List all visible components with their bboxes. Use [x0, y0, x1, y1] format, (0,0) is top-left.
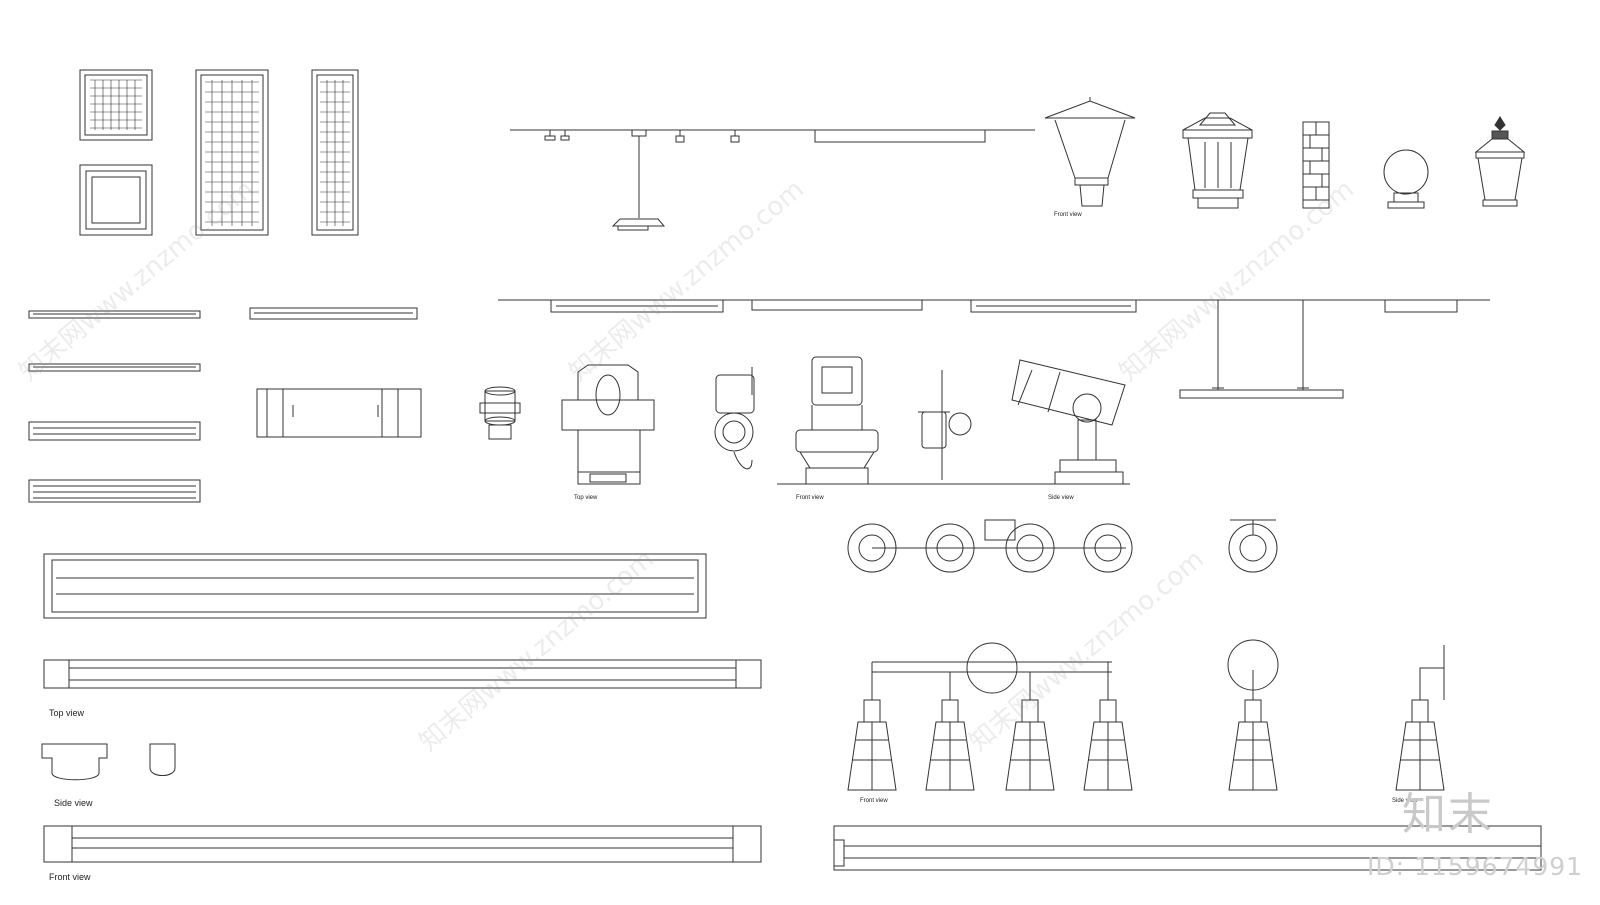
batten-side-views [41, 743, 176, 781]
grille-panel-narrow [311, 69, 359, 236]
pipe-sconce-single-side [1395, 645, 1445, 791]
batten-front-view-right [833, 825, 1542, 871]
label-front-view-spot: Front view [796, 495, 824, 501]
moving-head-front-view [777, 356, 1130, 485]
label-top-view-batten: Top view [49, 708, 85, 718]
pipe-sconce-four [847, 642, 1133, 791]
label-top-view-spot: Top view [574, 495, 598, 501]
post-lamp-cone [1044, 97, 1136, 207]
globe-post-lamp [1383, 149, 1429, 209]
track-rail-elevation [510, 129, 1035, 231]
moving-head-side-view [1011, 359, 1126, 485]
finial-lantern [1474, 116, 1526, 207]
brick-post [1302, 121, 1330, 209]
label-side-view-batten: Side view [54, 798, 93, 808]
watermark-brand: 知末 [1402, 789, 1494, 840]
batten-long-double [43, 553, 707, 619]
moving-head-small [918, 370, 972, 480]
label-side-view-spot: Side view [1048, 495, 1074, 501]
profile-spot [714, 367, 755, 470]
stage-spot-small [479, 386, 521, 440]
batten-top-view [43, 659, 762, 689]
batten-front-view [43, 825, 762, 863]
post-lamp-lantern [1182, 112, 1253, 209]
cage-light-top-view-row [847, 519, 1278, 573]
grille-panel-tall [195, 69, 269, 236]
label-front-view-sconce: Front view [860, 798, 888, 804]
ceiling-linear-elevation [498, 299, 1490, 399]
grille-panel-small [79, 69, 153, 141]
pipe-sconce-single-front [1227, 639, 1279, 791]
stage-spot-top-view [561, 364, 655, 485]
linear-batten-set [28, 307, 422, 503]
label-side-view-sconce: Side view [1392, 798, 1418, 804]
watermark-id: ID: 1159674991 [1367, 852, 1584, 881]
label-front-view-lamp: Front view [1054, 212, 1082, 218]
grille-panel-plain [79, 164, 153, 236]
label-front-view-batten: Front view [49, 872, 91, 882]
